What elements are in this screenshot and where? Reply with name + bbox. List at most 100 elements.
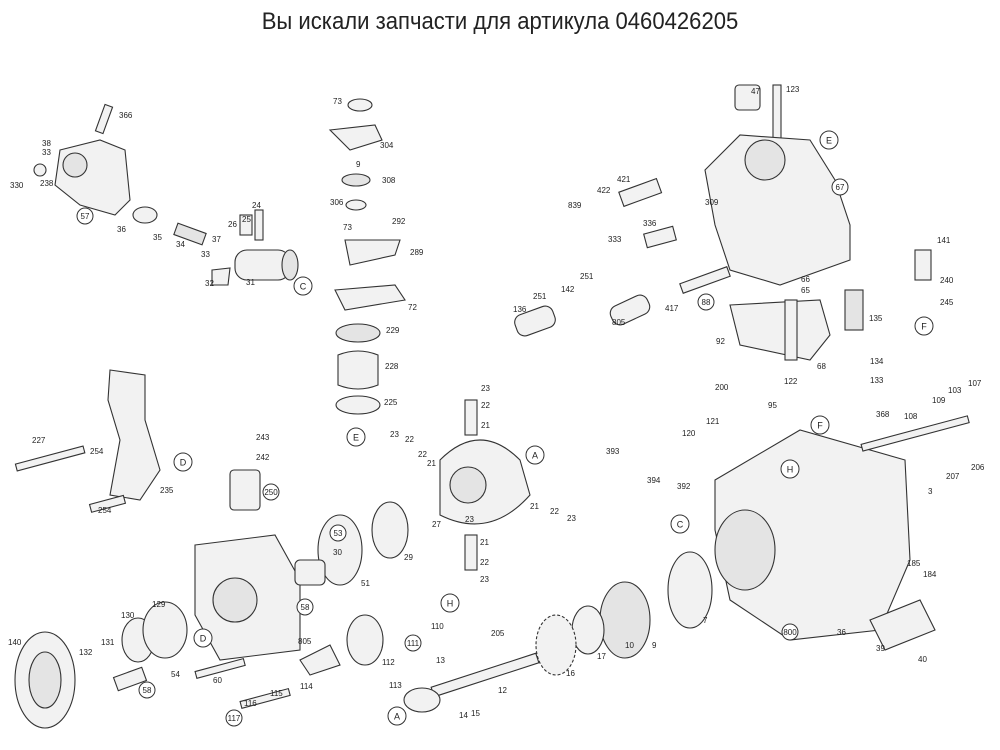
part-label-4: 330: [10, 181, 24, 190]
part-label-28: 123: [786, 85, 800, 94]
part-label-77: 22: [405, 435, 414, 444]
part-label-6: 35: [153, 233, 162, 242]
part-label-35: 251: [580, 272, 594, 281]
svg-text:58: 58: [301, 603, 310, 612]
part-label-62: 207: [946, 472, 960, 481]
circled-number-7: 111: [404, 634, 422, 652]
svg-text:117: 117: [228, 714, 241, 723]
svg-text:E: E: [826, 136, 832, 146]
part-label-40: 417: [665, 304, 679, 313]
part-label-63: 3: [928, 487, 933, 496]
part-label-101: 205: [491, 629, 505, 638]
part-label-24: 229: [386, 326, 400, 335]
part-label-14: 31: [246, 278, 255, 287]
svg-text:C: C: [300, 282, 307, 292]
part-label-16: 304: [380, 141, 394, 150]
part-label-102: 12: [498, 686, 507, 695]
part-label-50: 240: [940, 276, 954, 285]
part-label-73: 23: [481, 384, 490, 393]
callout-cH1: H: [780, 459, 800, 479]
part-label-19: 306: [330, 198, 344, 207]
part-label-108: 113: [389, 681, 402, 690]
part-label-27: 47: [751, 87, 760, 96]
part-label-58: 109: [932, 396, 946, 405]
part-label-119: 140: [8, 638, 22, 647]
part-label-96: 17: [597, 652, 606, 661]
svg-text:57: 57: [81, 212, 90, 221]
circled-number-2: 67: [831, 178, 849, 196]
part-label-87: 23: [480, 575, 489, 584]
part-label-18: 308: [382, 176, 396, 185]
part-label-106: 110: [431, 622, 444, 631]
part-label-32: 309: [705, 198, 719, 207]
svg-text:800: 800: [783, 628, 797, 637]
part-label-43: 92: [716, 337, 725, 346]
svg-text:111: 111: [407, 639, 420, 648]
part-label-81: 23: [465, 515, 474, 524]
svg-text:C: C: [677, 520, 684, 530]
part-label-57: 108: [904, 412, 918, 421]
part-label-105: 15: [471, 709, 480, 718]
part-label-95: 10: [625, 641, 634, 650]
part-label-20: 73: [343, 223, 352, 232]
part-label-31: 839: [568, 201, 582, 210]
part-label-17: 9: [356, 160, 361, 169]
part-label-49: 141: [937, 236, 951, 245]
part-label-22: 289: [410, 248, 424, 257]
svg-text:58: 58: [143, 686, 152, 695]
part-label-42: 65: [801, 286, 810, 295]
part-label-47: 134: [870, 357, 884, 366]
part-label-90: 51: [361, 579, 370, 588]
svg-text:D: D: [200, 634, 207, 644]
callout-cD2: D: [193, 628, 213, 648]
part-label-107: 112: [382, 658, 395, 667]
part-label-116: 130: [121, 611, 135, 620]
part-label-76: 23: [390, 430, 399, 439]
part-label-89: 30: [333, 548, 342, 557]
part-label-75: 21: [481, 421, 490, 430]
part-label-92: 184: [923, 570, 937, 579]
part-label-118: 132: [79, 648, 93, 657]
part-label-78: 22: [418, 450, 427, 459]
part-label-72: 242: [256, 453, 270, 462]
part-label-39: 805: [612, 318, 626, 327]
part-label-109: 805: [298, 637, 312, 646]
part-label-51: 245: [940, 298, 954, 307]
part-label-98: 39: [876, 644, 885, 653]
part-label-21: 292: [392, 217, 406, 226]
part-label-112: 116: [244, 699, 257, 708]
part-label-100: 36: [837, 628, 846, 637]
circled-number-4: 58: [296, 598, 314, 616]
part-label-55: 120: [682, 429, 696, 438]
part-label-111: 115: [270, 689, 283, 698]
part-label-117: 131: [101, 638, 115, 647]
part-label-68: 254: [90, 447, 104, 456]
callout-cF2: F: [810, 415, 830, 435]
callout-cF1: F: [914, 316, 934, 336]
part-label-88: 29: [404, 553, 413, 562]
part-label-38: 136: [513, 305, 527, 314]
part-label-56: 368: [876, 410, 890, 419]
part-label-83: 22: [550, 507, 559, 516]
part-label-61: 206: [971, 463, 985, 472]
part-label-71: 243: [256, 433, 270, 442]
page-title: Вы искали запчасти для артикула 04604262…: [261, 8, 739, 35]
svg-text:67: 67: [836, 183, 845, 192]
part-label-110: 114: [300, 682, 313, 691]
part-label-11: 25: [242, 215, 251, 224]
svg-text:E: E: [353, 433, 359, 443]
svg-text:F: F: [921, 322, 927, 332]
svg-text:H: H: [787, 465, 794, 475]
part-label-103: 13: [436, 656, 445, 665]
svg-text:250: 250: [264, 488, 278, 497]
part-label-104: 14: [459, 711, 468, 720]
part-label-74: 22: [481, 401, 490, 410]
callout-cA2: A: [387, 706, 407, 726]
svg-text:A: A: [394, 712, 400, 722]
circled-number-8: 117: [225, 709, 243, 727]
part-label-46: 135: [869, 314, 883, 323]
part-label-79: 21: [427, 459, 436, 468]
part-label-7: 34: [176, 240, 185, 249]
part-label-48: 133: [870, 376, 884, 385]
